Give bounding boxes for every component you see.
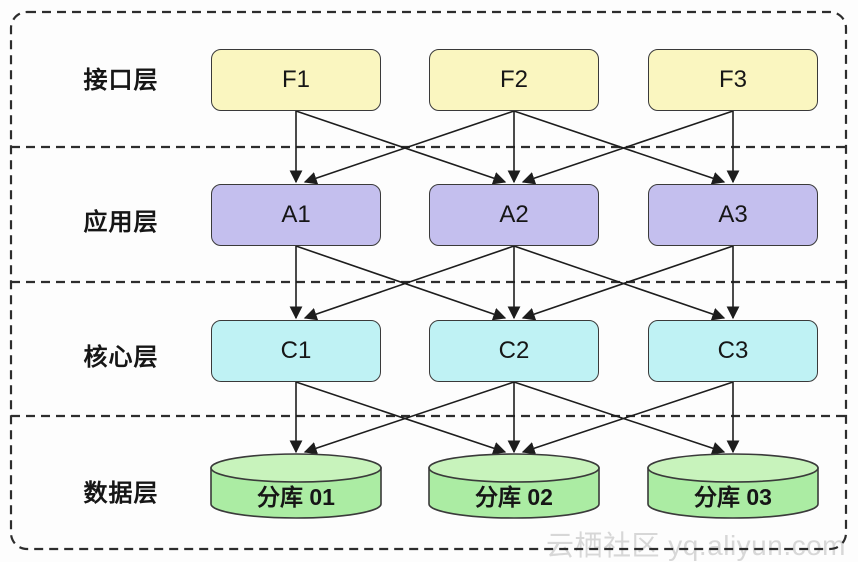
edge-F3-A2 xyxy=(521,110,734,185)
node-a2: A2 xyxy=(429,184,599,246)
edge-C2-D1 xyxy=(303,381,515,455)
edge-F2-A1 xyxy=(303,110,515,185)
node-c1: C1 xyxy=(211,320,381,382)
edge-A2-C1 xyxy=(303,245,515,321)
database-cylinder-top xyxy=(210,453,382,483)
database-cylinder-top xyxy=(428,453,600,483)
database-cylinder-d3 xyxy=(647,453,819,519)
layer-label-data: 数据层 xyxy=(83,480,159,507)
edge-A1-C2 xyxy=(295,245,507,321)
edge-layer xyxy=(289,110,740,455)
edge-F2-A3 xyxy=(513,110,726,185)
node-label-d1: 分库 01 xyxy=(257,484,335,510)
layer-label-core: 核心层 xyxy=(83,344,159,371)
watermark: 云栖社区 yq.aliyun.com xyxy=(546,530,846,561)
edge-F1-A2 xyxy=(295,110,507,185)
layer-label-application: 应用层 xyxy=(83,209,159,236)
edge-A2-C3 xyxy=(513,245,726,321)
edge-C3-D2 xyxy=(521,381,734,455)
node-f2: F2 xyxy=(429,49,599,111)
edge-A3-C2 xyxy=(521,245,734,321)
node-c2: C2 xyxy=(429,320,599,382)
node-f1: F1 xyxy=(211,49,381,111)
outer-dashed-border xyxy=(9,10,848,551)
node-a3: A3 xyxy=(648,184,818,246)
node-a1: A1 xyxy=(211,184,381,246)
node-label-d2: 分库 02 xyxy=(475,484,553,510)
database-cylinder-d1 xyxy=(210,453,382,519)
edge-C2-D3 xyxy=(513,381,726,455)
database-cylinder-d2 xyxy=(428,453,600,519)
layer-label-interface: 接口层 xyxy=(83,67,159,94)
database-cylinder-top xyxy=(647,453,819,483)
edge-C1-D2 xyxy=(295,381,507,455)
node-c3: C3 xyxy=(648,320,818,382)
node-f3: F3 xyxy=(648,49,818,111)
node-label-d3: 分库 03 xyxy=(694,484,772,510)
